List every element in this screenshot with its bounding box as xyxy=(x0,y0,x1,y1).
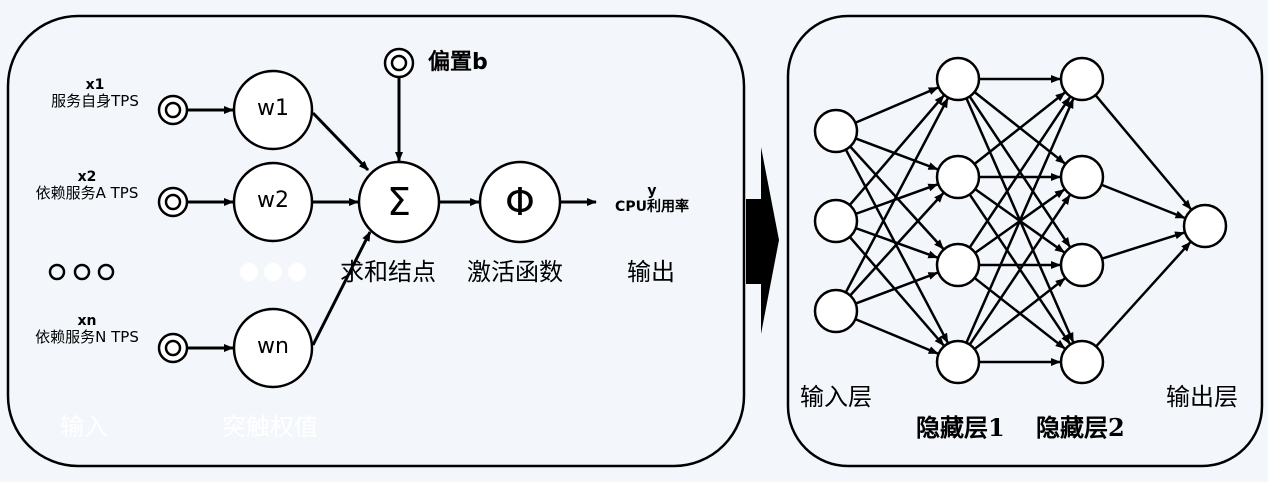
network-node-layer2-3 xyxy=(1059,339,1105,385)
output-layer-label: 输出层 xyxy=(1166,383,1238,411)
edge-l0n0-l1n1 xyxy=(855,137,939,171)
weight-node-w1 xyxy=(232,69,314,151)
sum-node-caption: 求和结点 xyxy=(340,258,436,286)
hidden-layer-2-label: 隐藏层2 xyxy=(1036,413,1125,442)
hidden-layer-1-label: 隐藏层1 xyxy=(916,413,1005,442)
input-var-x1: x1 xyxy=(85,77,105,93)
network-node-layer3-0 xyxy=(1182,203,1228,249)
activation-caption: 激活函数 xyxy=(467,258,563,286)
edge-l0n2-l1n0 xyxy=(844,97,949,293)
weight-label-w1: w1 xyxy=(257,96,289,121)
input-desc-xn: 依赖服务N TPS xyxy=(35,328,139,347)
edge-l0n0-l1n0 xyxy=(854,86,939,124)
activation-node xyxy=(478,160,562,244)
network-node-layer1-2 xyxy=(935,242,981,288)
weight-ellipsis-icon xyxy=(240,263,306,281)
output-caption: 输出 xyxy=(627,258,675,286)
network-node-layer0-0 xyxy=(813,108,859,154)
sum-symbol: Σ xyxy=(386,180,411,224)
input-label-x2: x2 依赖服务A TPS xyxy=(14,169,160,202)
output-label-y: y CPU利用率 xyxy=(600,183,704,215)
network-node-layer1-0 xyxy=(935,56,981,102)
network-node-layer2-2 xyxy=(1059,242,1105,288)
network-node-layer1-3 xyxy=(935,339,981,385)
input-var-x2: x2 xyxy=(77,169,97,185)
edge-l0n1-l1n0 xyxy=(848,94,945,206)
weight-node-w2 xyxy=(232,161,314,243)
edge-l0n1-l1n3 xyxy=(848,236,945,347)
input-desc-x1: 服务自身TPS xyxy=(51,92,139,111)
network-panel xyxy=(786,14,1264,468)
edge-l2n1-l3n0 xyxy=(1101,183,1186,220)
input-node-x1 xyxy=(157,94,189,126)
network-node-layer2-0 xyxy=(1059,56,1105,102)
network-node-layer0-2 xyxy=(813,288,859,334)
network-node-layer2-1 xyxy=(1059,154,1105,200)
weight-label-w2: w2 xyxy=(257,188,289,213)
edge-l1n1-l2n0 xyxy=(973,91,1066,165)
edge-l0n2-l1n2 xyxy=(855,271,939,305)
input-ellipsis-icon xyxy=(48,263,115,281)
transition-arrow-icon xyxy=(746,147,779,334)
input-var-xn: xn xyxy=(77,313,97,329)
edge-l1n3-l2n0 xyxy=(965,98,1075,344)
edge-l0n2-l1n3 xyxy=(854,317,939,355)
output-var: y xyxy=(647,183,657,199)
input-node-x2 xyxy=(157,186,189,218)
edge-l1n3-l2n2 xyxy=(973,277,1066,351)
input-label-xn: xn 依赖服务N TPS xyxy=(14,313,160,346)
edge-l2n0-l3n0 xyxy=(1094,94,1192,210)
perceptron-panel xyxy=(6,14,746,468)
input-node-xn xyxy=(157,332,189,364)
network-node-layer0-1 xyxy=(813,198,859,244)
output-desc: CPU利用率 xyxy=(615,199,689,216)
activation-symbol: Φ xyxy=(505,180,535,224)
edge-l1n3-l2n1 xyxy=(968,194,1071,346)
weights-caption: 突触权值 xyxy=(222,413,318,441)
edge-w1-sum xyxy=(311,111,370,172)
edge-l2n2-l3n0 xyxy=(1101,231,1185,260)
edge-l0n2-l1n1 xyxy=(849,192,945,297)
edge-wn-sum xyxy=(311,231,372,346)
sum-node xyxy=(357,160,441,244)
bias-node xyxy=(383,47,415,79)
weight-node-wn xyxy=(232,307,314,389)
edge-l0n1-l1n1 xyxy=(855,183,939,216)
input-label-x1: x1 服务自身TPS xyxy=(30,77,160,110)
input-desc-x2: 依赖服务A TPS xyxy=(35,184,139,203)
input-caption: 输入 xyxy=(60,413,108,441)
network-node-layer1-1 xyxy=(935,154,981,200)
input-layer-label: 输入层 xyxy=(800,383,872,411)
bias-label: 偏置b xyxy=(428,50,488,75)
edge-l1n2-l2n0 xyxy=(968,96,1071,249)
weight-label-wn: wn xyxy=(257,334,289,359)
edge-l2n3-l3n0 xyxy=(1095,241,1192,348)
